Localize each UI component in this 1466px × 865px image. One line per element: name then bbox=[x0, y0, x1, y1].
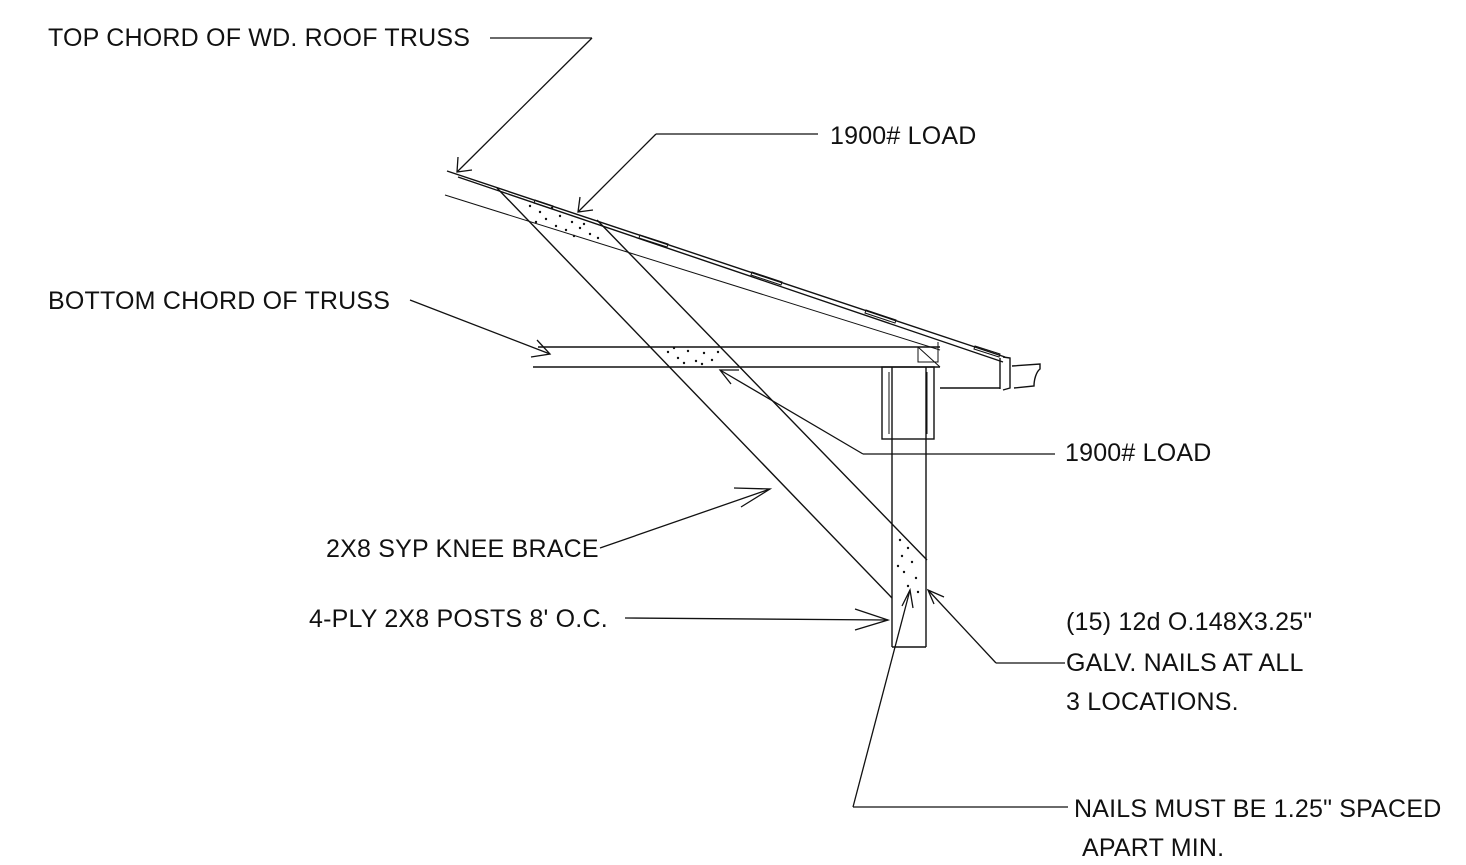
leader-posts bbox=[624, 608, 891, 631]
post-assembly bbox=[881, 366, 935, 648]
leader-knee-brace bbox=[599, 487, 773, 549]
leader-load-lower bbox=[718, 369, 1055, 455]
knee-brace bbox=[496, 187, 928, 599]
leader-bottom-chord bbox=[409, 299, 552, 358]
leader-spacing bbox=[852, 587, 1068, 808]
top-chord bbox=[444, 170, 1041, 391]
label-bottom-chord: BOTTOM CHORD OF TRUSS bbox=[48, 287, 391, 315]
nail-pattern-middle bbox=[666, 346, 720, 366]
label-nails-line3: 3 LOCATIONS. bbox=[1066, 688, 1239, 716]
label-knee-brace: 2X8 SYP KNEE BRACE bbox=[326, 535, 599, 563]
label-load-lower: 1900# LOAD bbox=[1065, 439, 1212, 467]
leader-load-upper bbox=[577, 133, 818, 213]
nail-pattern-top bbox=[528, 204, 600, 240]
label-nails-line1: (15) 12d O.148X3.25" bbox=[1066, 608, 1313, 636]
label-nails-line2: GALV. NAILS AT ALL bbox=[1066, 649, 1304, 677]
leader-top-chord bbox=[456, 37, 593, 173]
roofing-shingles bbox=[533, 199, 1001, 358]
label-top-chord: TOP CHORD OF WD. ROOF TRUSS bbox=[48, 24, 471, 52]
label-load-upper: 1900# LOAD bbox=[830, 122, 977, 150]
bottom-chord bbox=[533, 342, 941, 368]
nail-pattern-post bbox=[896, 538, 920, 594]
label-spacing-line1: NAILS MUST BE 1.25" SPACED bbox=[1074, 795, 1442, 823]
label-posts: 4-PLY 2X8 POSTS 8' O.C. bbox=[309, 605, 608, 633]
leader-nails bbox=[926, 588, 1065, 664]
label-spacing-line2: APART MIN. bbox=[1082, 834, 1225, 862]
